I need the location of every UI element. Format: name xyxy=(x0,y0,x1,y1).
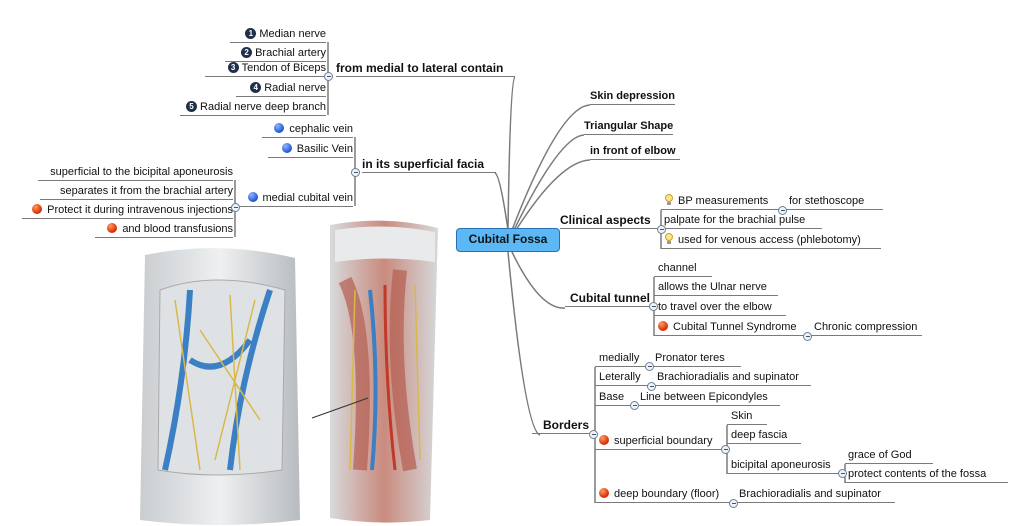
item-label: deep boundary (floor) xyxy=(614,488,720,500)
item-label: Radial nerve xyxy=(264,82,326,94)
list-item[interactable]: Brachioradialis and supinator xyxy=(735,487,895,503)
number-3-icon: 3 xyxy=(227,62,239,73)
branch-cubital-tunnel[interactable]: Cubital tunnel xyxy=(565,291,650,307)
item-label: medial cubital vein xyxy=(262,192,354,204)
collapse-toggle[interactable] xyxy=(803,332,812,341)
branch-clinical-aspects[interactable]: Clinical aspects xyxy=(560,213,660,229)
list-item[interactable]: deep fascia xyxy=(727,428,801,444)
collapse-toggle[interactable] xyxy=(657,225,666,234)
list-item[interactable]: Chronic compression xyxy=(808,320,922,336)
number-5-icon: 5 xyxy=(186,101,198,112)
list-item[interactable]: deep boundary (floor) xyxy=(595,487,733,503)
collapse-toggle[interactable] xyxy=(721,445,730,454)
list-item[interactable]: bicipital aponeurosis xyxy=(727,458,841,474)
list-item[interactable]: grace of God xyxy=(845,448,933,464)
branch-triangular-shape[interactable]: Triangular Shape xyxy=(584,119,673,135)
list-item[interactable]: separates it from the brachial artery xyxy=(40,184,233,200)
central-topic[interactable]: Cubital Fossa xyxy=(456,228,560,252)
collapse-toggle[interactable] xyxy=(778,206,787,215)
collapse-toggle[interactable] xyxy=(630,401,639,410)
lightbulb-icon xyxy=(665,194,673,205)
list-item[interactable]: medial cubital vein xyxy=(237,191,353,207)
collapse-toggle[interactable] xyxy=(324,72,333,81)
number-4-icon: 4 xyxy=(250,82,262,93)
list-item[interactable]: Brachioradialis and supinator xyxy=(653,370,811,386)
list-item[interactable]: Protect it during intravenous injections xyxy=(22,203,233,219)
list-item[interactable]: to travel over the elbow xyxy=(654,300,786,316)
list-item[interactable]: and blood transfusions xyxy=(95,222,233,238)
collapse-toggle[interactable] xyxy=(838,469,847,478)
item-label: BP measurements xyxy=(678,195,769,207)
list-item[interactable]: medially xyxy=(595,351,651,367)
item-label: Brachial artery xyxy=(255,47,326,59)
branch-contents[interactable]: from medial to lateral contain xyxy=(336,61,515,77)
list-item[interactable]: Cubital Tunnel Syndrome xyxy=(654,320,808,336)
item-label: Radial nerve deep branch xyxy=(200,101,326,113)
list-item[interactable]: Pronator teres xyxy=(651,351,741,367)
list-item[interactable]: for stethoscope xyxy=(786,194,883,210)
collapse-toggle[interactable] xyxy=(647,382,656,391)
arm-deep-dissection-illustration xyxy=(311,220,438,523)
list-item[interactable]: superficial boundary xyxy=(595,434,725,450)
item-label: superficial boundary xyxy=(614,435,713,447)
list-item[interactable]: used for venous access (phlebotomy) xyxy=(661,233,881,249)
list-item[interactable]: superficial to the bicipital aponeurosis xyxy=(38,165,233,181)
item-label: Tendon of Biceps xyxy=(241,62,326,74)
item-label: Basilic Vein xyxy=(296,143,353,155)
number-2-icon: 2 xyxy=(241,47,253,58)
blue-dot-icon xyxy=(274,123,285,133)
list-item[interactable]: Leterally xyxy=(595,370,653,386)
list-item[interactable]: protect contents of the fossa xyxy=(845,467,1008,483)
collapse-toggle[interactable] xyxy=(351,168,360,177)
list-item[interactable]: Base xyxy=(595,390,635,406)
collapse-toggle[interactable] xyxy=(729,499,738,508)
list-item[interactable]: cephalic vein xyxy=(262,122,353,138)
item-label: Median nerve xyxy=(259,28,326,40)
number-1-icon: 1 xyxy=(245,28,257,39)
list-item[interactable]: Basilic Vein xyxy=(268,142,353,158)
list-item[interactable]: palpate for the brachial pulse xyxy=(661,213,822,229)
red-dot-icon xyxy=(599,435,609,445)
branch-borders[interactable]: Borders xyxy=(532,418,589,434)
lightbulb-icon xyxy=(665,233,673,244)
branch-skin-depression[interactable]: Skin depression xyxy=(590,89,675,105)
branch-front-of-elbow[interactable]: in front of elbow xyxy=(590,144,680,160)
list-item[interactable]: Skin xyxy=(727,409,767,425)
blue-dot-icon xyxy=(247,192,258,202)
red-dot-icon xyxy=(599,488,609,498)
list-item[interactable]: channel xyxy=(654,261,712,277)
item-label: used for venous access (phlebotomy) xyxy=(678,234,861,246)
item-label: Protect it during intravenous injections xyxy=(47,204,233,216)
item-label: and blood transfusions xyxy=(122,223,233,235)
list-item[interactable]: Line between Epicondyles xyxy=(636,390,780,406)
item-label: cephalic vein xyxy=(289,123,353,135)
blue-dot-icon xyxy=(281,143,292,153)
red-dot-icon xyxy=(32,204,43,214)
red-dot-icon xyxy=(107,223,118,233)
collapse-toggle[interactable] xyxy=(231,203,240,212)
item-label: Cubital Tunnel Syndrome xyxy=(673,321,797,333)
arm-veins-illustration xyxy=(140,248,300,525)
collapse-toggle[interactable] xyxy=(645,362,654,371)
collapse-toggle[interactable] xyxy=(649,302,658,311)
branch-superficial-facia[interactable]: in its superficial facia xyxy=(362,157,496,173)
list-item[interactable]: BP measurements xyxy=(661,194,787,210)
red-dot-icon xyxy=(658,321,668,331)
collapse-toggle[interactable] xyxy=(589,430,598,439)
list-item[interactable]: allows the Ulnar nerve xyxy=(654,280,778,296)
